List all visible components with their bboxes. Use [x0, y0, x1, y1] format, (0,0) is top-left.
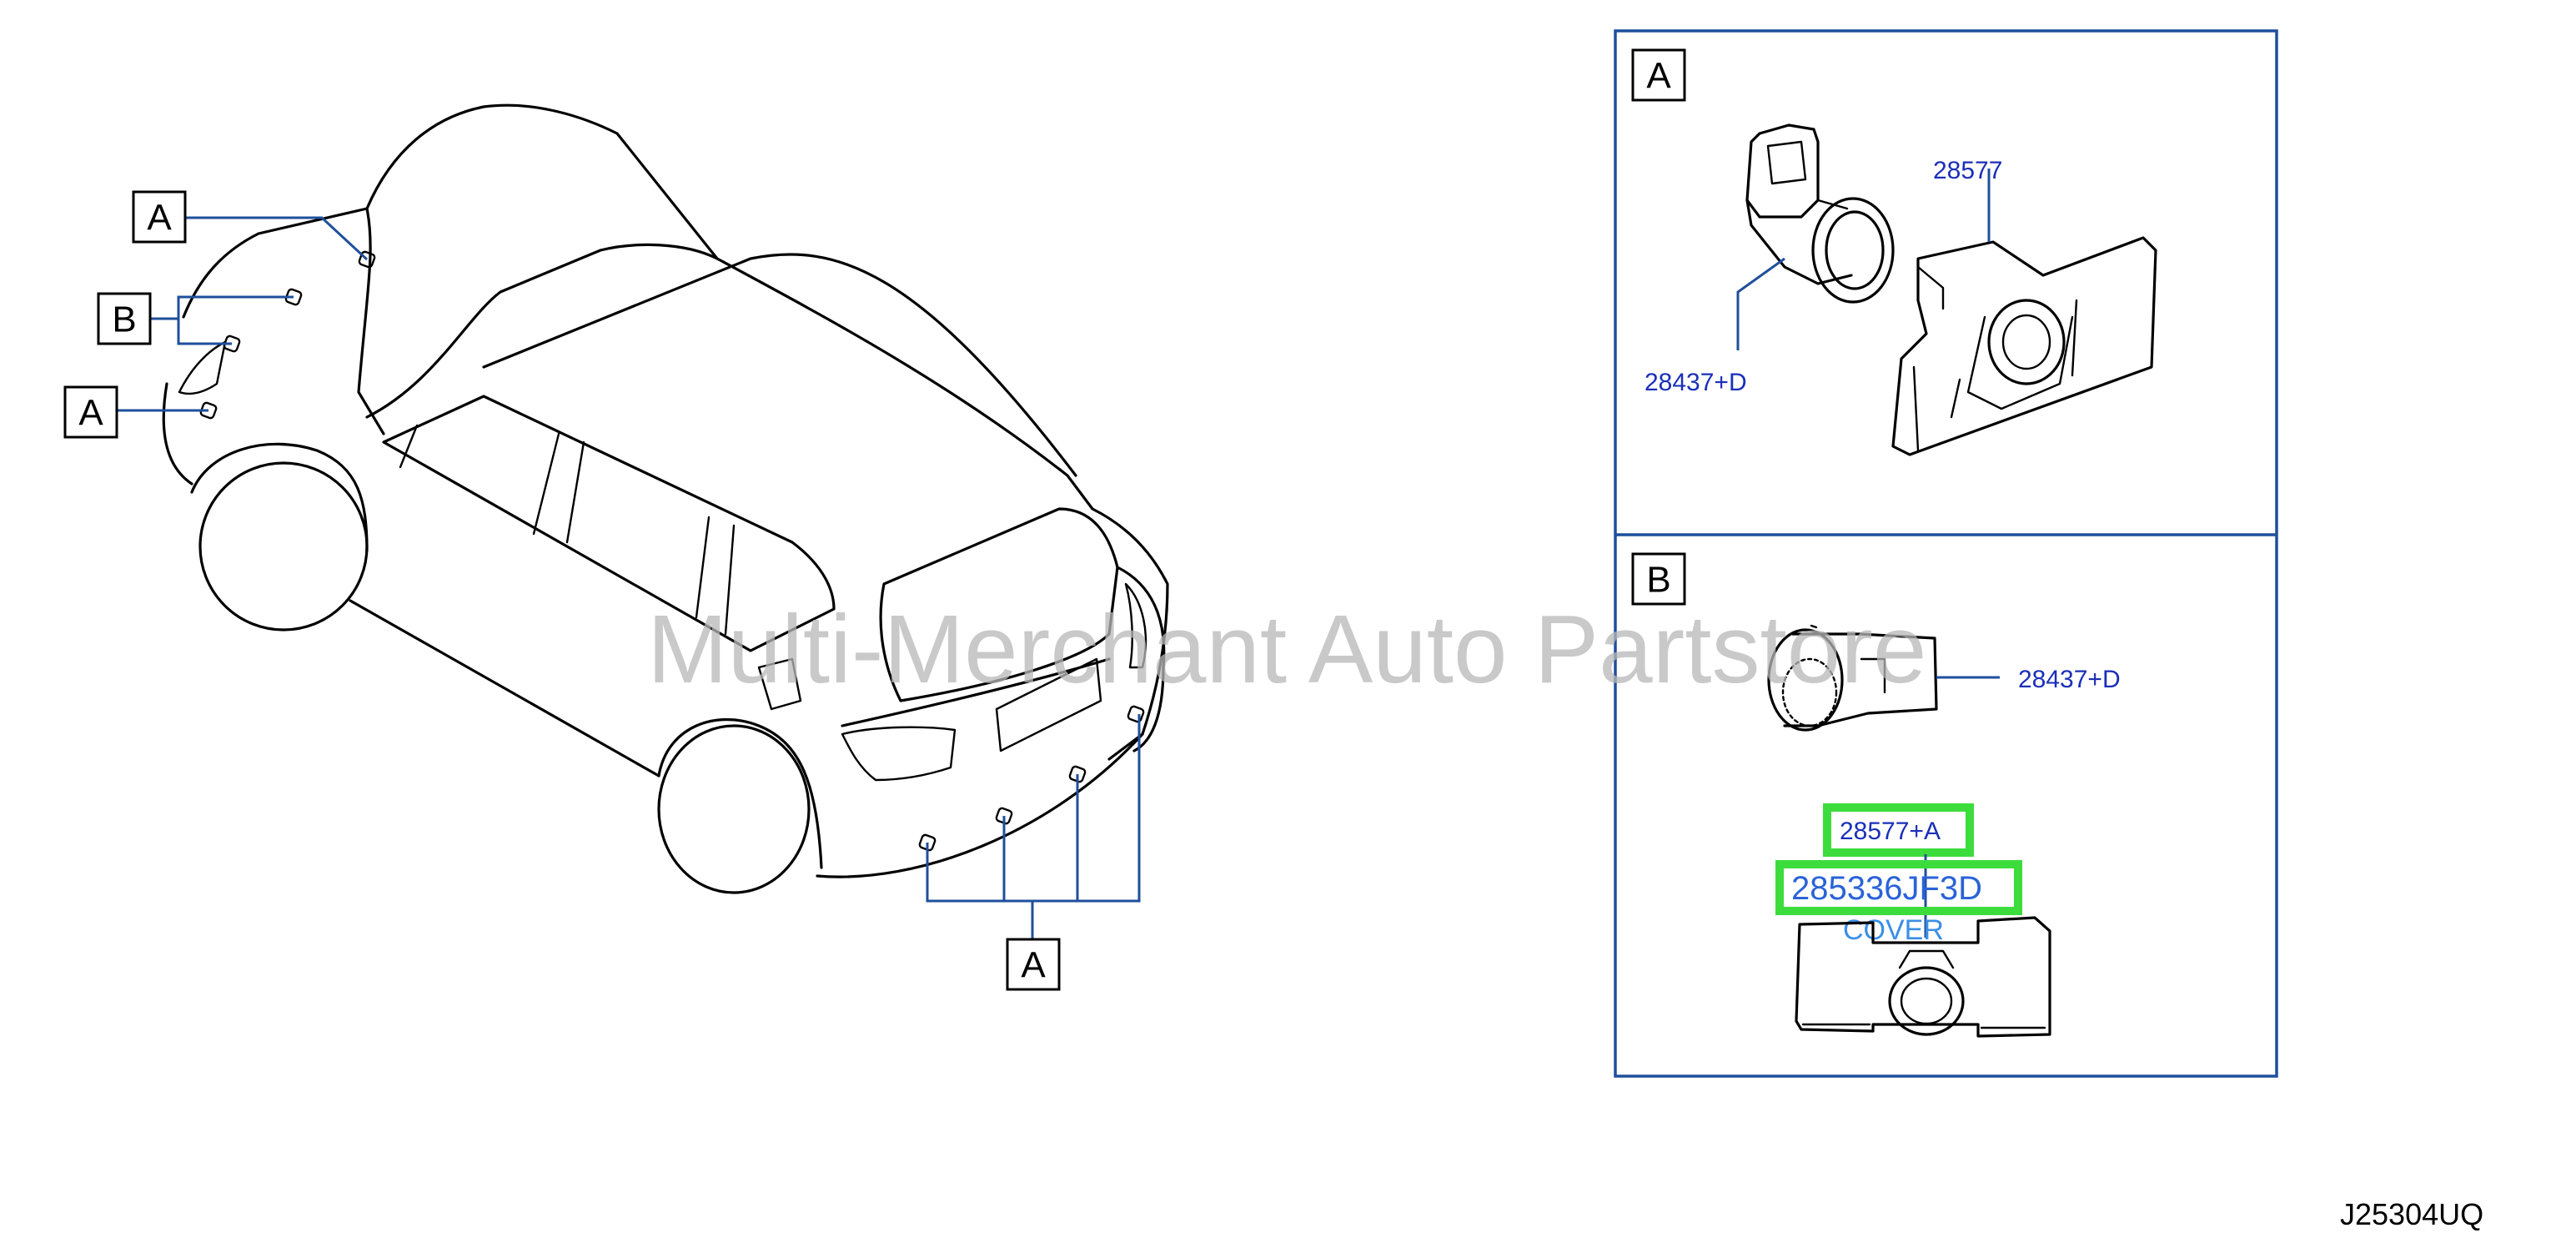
- highlight-28577-a: 28577+A: [1823, 803, 1974, 857]
- callout-a-front-top: A: [132, 190, 187, 244]
- part-note-cover: COVER: [1843, 914, 1944, 946]
- cover-drawing: [1795, 916, 2051, 1038]
- svg-text:285336JF3D: 285336JF3D: [1791, 870, 1982, 907]
- detail-panel-a: A 28577 28437+D: [1631, 48, 2157, 456]
- svg-text:B: B: [112, 299, 136, 340]
- svg-text:A: A: [1646, 56, 1671, 97]
- callout-b-front: B: [97, 292, 152, 345]
- bracket-drawing-a: [1891, 236, 2157, 456]
- sensor-rear-2: [995, 807, 1013, 825]
- svg-text:A: A: [1021, 945, 1046, 986]
- sensor-drawing-b: [1767, 624, 1938, 732]
- sensor-front-corner: [199, 401, 218, 420]
- panel-b-label: B: [1631, 552, 1686, 606]
- sensor-rear-1: [918, 833, 936, 852]
- highlight-285336jf3d: 285336JF3D: [1775, 860, 2022, 915]
- svg-text:28577+A: 28577+A: [1840, 818, 1941, 845]
- car-illustration: [162, 103, 1169, 894]
- callout-a-front-corner: A: [63, 385, 118, 439]
- sensor-front-upper: [358, 250, 376, 269]
- svg-text:B: B: [1646, 560, 1670, 601]
- panel-a-label: A: [1631, 48, 1686, 102]
- sensor-drawing-a: [1745, 123, 1895, 304]
- part-number-28437-d-a: 28437+D: [1645, 369, 1747, 396]
- part-number-28577: 28577: [1933, 157, 2002, 184]
- sensor-front-side-1: [284, 288, 303, 306]
- svg-text:A: A: [147, 198, 172, 239]
- detail-panels-frame: [1614, 29, 2278, 1078]
- detail-panel-b: B 28437+D 28577+A 285336JF3D COVER: [1631, 552, 2121, 1038]
- car-leader-lines: [117, 216, 1141, 939]
- sensor-rear-4: [1127, 705, 1145, 723]
- svg-text:A: A: [78, 393, 103, 434]
- diagram-code: J25304UQ: [2340, 1197, 2483, 1231]
- sensor-front-side-2: [223, 335, 241, 353]
- watermark: Multi-Merchant Auto Partstore: [647, 595, 1926, 703]
- part-number-28437-d-b: 28437+D: [2018, 666, 2121, 693]
- callout-a-rear: A: [1006, 938, 1061, 991]
- sensor-rear-3: [1068, 765, 1087, 783]
